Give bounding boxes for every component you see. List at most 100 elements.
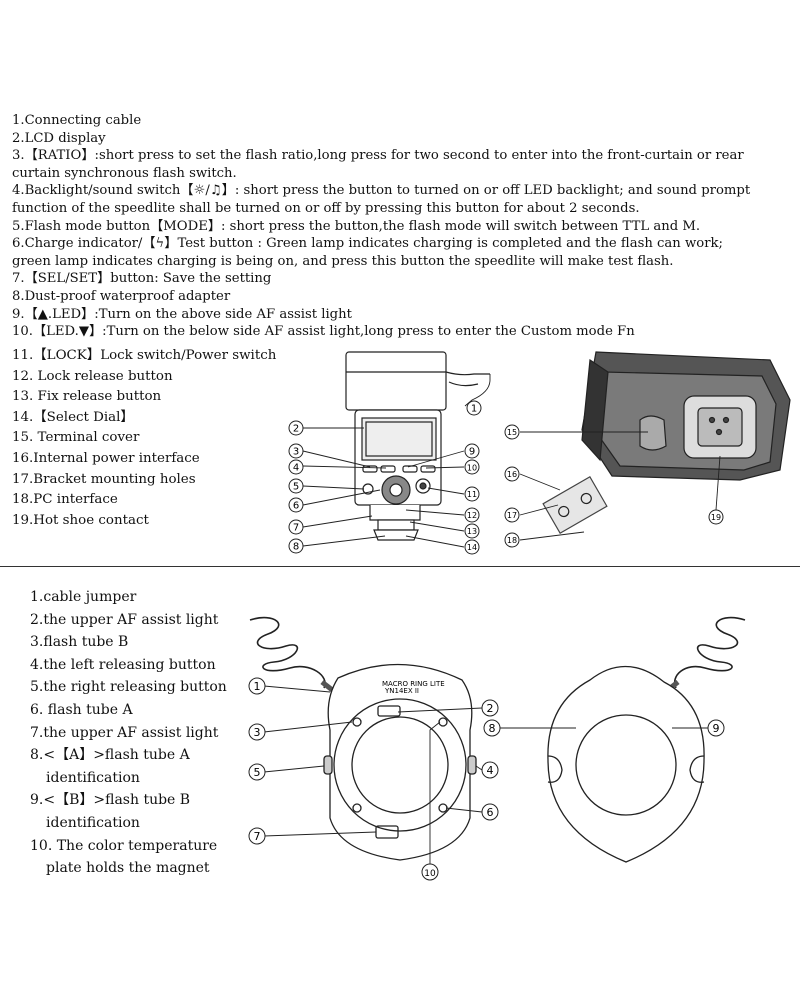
list-item: 3.flash tube B — [30, 634, 129, 651]
callout-3: 3 — [248, 723, 266, 741]
list-item: 2.the upper AF assist light — [30, 611, 219, 628]
list-item: plate holds the magnet — [46, 860, 210, 877]
list-item: 10. The color temperature — [30, 837, 218, 854]
controller-front-illustration — [345, 351, 490, 541]
callout-5: 5 — [288, 478, 304, 494]
list-item: identification — [46, 769, 140, 786]
callout-1: 1 — [248, 677, 266, 695]
svg-text:5: 5 — [293, 482, 299, 493]
svg-text:7: 7 — [254, 830, 261, 843]
callout-14: 14 — [464, 539, 480, 555]
callout-7: 7 — [248, 827, 266, 845]
list-item: 7.【SEL/SET】button: Save the setting — [12, 271, 272, 287]
callout-18: 18 — [504, 532, 520, 548]
controller-parts-list-continued: 11.【LOCK】Lock switch/Power switch 12. Lo… — [12, 346, 276, 531]
list-item: 1.Connecting cable — [12, 113, 142, 128]
list-item: 18.PC interface — [12, 492, 118, 508]
svg-text:10: 10 — [424, 869, 436, 879]
list-item: 6. flash tube A — [30, 701, 133, 718]
svg-text:15: 15 — [507, 428, 517, 437]
svg-text:8: 8 — [489, 722, 496, 735]
list-item: 4.Backlight/sound switch【☼/♫】: short pre… — [12, 183, 751, 199]
callout-markers-rear: 15 16 17 18 19 — [504, 424, 724, 548]
svg-text:10: 10 — [467, 464, 477, 473]
callout-19: 19 — [708, 509, 724, 525]
list-item: 7.the upper AF assist light — [30, 724, 219, 741]
ring-flash-rear-illustration — [547, 616, 746, 863]
svg-text:2: 2 — [293, 424, 299, 435]
callout-leaders-rear — [519, 431, 721, 541]
list-item: identification — [46, 814, 140, 831]
callout-17: 17 — [504, 507, 520, 523]
ring-brand-label: MACRO RING LITE — [382, 680, 445, 688]
list-item: 2.LCD display — [12, 130, 106, 146]
svg-text:18: 18 — [507, 536, 517, 545]
svg-text:6: 6 — [487, 806, 494, 819]
list-item: 12. Lock release button — [12, 368, 173, 384]
ring-rear-callouts: 8 9 — [483, 719, 725, 737]
controller-parts-list: 1.Connecting cable 2.LCD display 3.【RATI… — [12, 112, 792, 341]
svg-text:16: 16 — [507, 470, 517, 479]
callout-4: 4 — [481, 761, 499, 779]
svg-text:5: 5 — [254, 766, 261, 779]
list-item: 5.Flash mode button【MODE】: short press t… — [12, 218, 701, 234]
svg-text:9: 9 — [469, 447, 475, 458]
list-item: 4.the left releasing button — [30, 656, 216, 673]
list-item: 8.<【A】>flash tube A — [30, 747, 190, 764]
list-item: 3.【RATIO】:short press to set the flash r… — [12, 148, 744, 164]
callout-1: 1 — [466, 400, 482, 416]
svg-text:11: 11 — [467, 490, 477, 499]
ring-flash-parts-list: 1.cable jumper 2.the upper AF assist lig… — [30, 586, 227, 880]
callout-6: 6 — [288, 497, 304, 513]
callout-9: 9 — [464, 443, 480, 459]
svg-text:3: 3 — [254, 726, 261, 739]
callout-11: 11 — [464, 486, 480, 502]
svg-text:3: 3 — [293, 447, 299, 458]
callout-10: 10 — [464, 459, 480, 475]
callout-16: 16 — [504, 466, 520, 482]
callout-4: 4 — [288, 459, 304, 475]
svg-text:1: 1 — [471, 404, 477, 415]
callout-2: 2 — [481, 699, 499, 717]
svg-text:8: 8 — [293, 542, 299, 553]
svg-text:1: 1 — [254, 680, 261, 693]
svg-text:6: 6 — [293, 501, 299, 512]
controller-rear-illustration — [542, 351, 791, 535]
list-item: 19.Hot shoe contact — [12, 512, 149, 528]
callout-6: 6 — [481, 803, 499, 821]
list-item: 1.cable jumper — [30, 589, 137, 605]
callout-leaders — [302, 374, 491, 548]
list-item: 8.Dust-proof waterproof adapter — [12, 288, 231, 304]
list-item: 5.the right releasing button — [30, 679, 227, 696]
callout-3: 3 — [288, 443, 304, 459]
svg-text:2: 2 — [487, 702, 494, 715]
list-item: curtain synchronous flash switch. — [12, 165, 237, 181]
ring-callouts: 1 3 5 7 2 4 6 10 — [248, 677, 499, 881]
svg-text:4: 4 — [293, 463, 299, 474]
list-item: 16.Internal power interface — [12, 450, 200, 466]
ring-flash-front-illustration — [249, 616, 477, 861]
svg-text:7: 7 — [293, 523, 299, 534]
list-item: 9.<【B】>flash tube B — [30, 792, 191, 809]
list-item: green lamp indicates charging is being o… — [12, 253, 674, 269]
callout-8: 8 — [483, 719, 501, 737]
callout-10: 10 — [421, 863, 439, 881]
callout-markers: 1 2 3 4 5 6 7 8 9 10 11 12 13 14 — [288, 400, 482, 555]
callout-2: 2 — [288, 420, 304, 436]
list-item: 14.【Select Dial】 — [12, 409, 134, 425]
callout-15: 15 — [504, 424, 520, 440]
svg-text:13: 13 — [467, 527, 477, 536]
section-divider — [0, 566, 800, 567]
list-item: 15. Terminal cover — [12, 430, 140, 446]
svg-text:12: 12 — [467, 511, 477, 520]
svg-text:9: 9 — [713, 722, 720, 735]
list-item: 13. Fix release button — [12, 389, 162, 405]
ring-model-label: YN14EX II — [384, 687, 419, 695]
svg-text:17: 17 — [507, 511, 517, 520]
list-item: 9.【▲.LED】:Turn on the above side AF assi… — [12, 306, 352, 322]
callout-8: 8 — [288, 538, 304, 554]
list-item: 6.Charge indicator/【ϟ】Test button : Gree… — [12, 236, 723, 252]
list-item: 10.【LED.▼】:Turn on the below side AF ass… — [12, 324, 635, 340]
callout-13: 13 — [464, 523, 480, 539]
